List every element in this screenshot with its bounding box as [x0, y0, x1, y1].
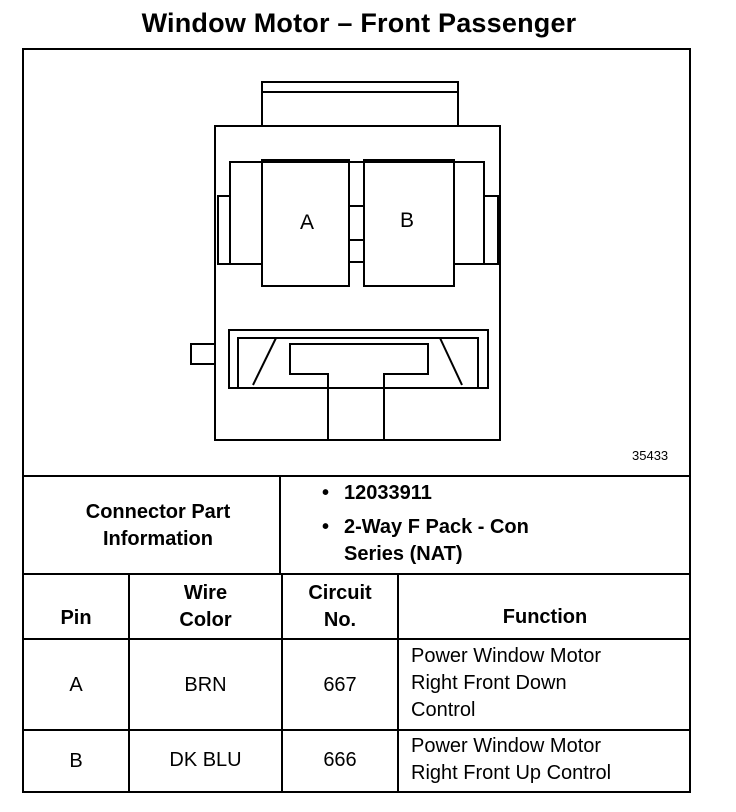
row-b-function: Power Window Motor Right Front Up Contro… [411, 735, 612, 784]
row-b-circuit: 666 [323, 749, 357, 771]
side-nub [190, 343, 216, 365]
side-left [217, 195, 231, 265]
header-pin: Pin [60, 607, 92, 629]
col-divider-2 [281, 574, 283, 793]
lock-tab [289, 343, 429, 440]
document-frame [22, 48, 691, 793]
latch-top [261, 81, 459, 93]
divider-header [22, 638, 691, 640]
latch-base [261, 91, 459, 127]
divider-connector [22, 573, 691, 575]
cavity-label-b: B [400, 209, 414, 232]
col-divider-3 [397, 574, 399, 793]
row-a-pin: A [69, 674, 83, 696]
figure-number: 35433 [632, 448, 669, 463]
connector-part-number: •12033911 [322, 482, 432, 504]
header-function: Function [502, 606, 588, 628]
divider-diagram [22, 475, 691, 477]
lock-housing [228, 329, 489, 389]
col-divider-1 [128, 574, 130, 793]
row-a-function: Power Window Motor Right Front Down Cont… [411, 645, 602, 721]
header-circuit: Circuit No. [308, 582, 372, 631]
connector-body [214, 125, 501, 441]
cavity-label-a: A [300, 211, 314, 234]
page-title: Window Motor – Front Passenger [141, 8, 577, 38]
side-right [483, 195, 499, 265]
row-a-wire-color: BRN [184, 674, 227, 696]
row-b-pin: B [69, 750, 83, 772]
row-b-wire-color: DK BLU [169, 749, 242, 771]
header-wire-color: Wire Color [179, 582, 232, 631]
cavity-frame-top [229, 161, 485, 196]
connector-info-label: Connector Part Information [85, 501, 231, 550]
row-a-circuit: 667 [323, 674, 357, 696]
connector-series: •2-Way F Pack - Con Series (NAT) [322, 516, 529, 565]
divider-connector-col [279, 476, 281, 574]
divider-row [22, 729, 691, 731]
